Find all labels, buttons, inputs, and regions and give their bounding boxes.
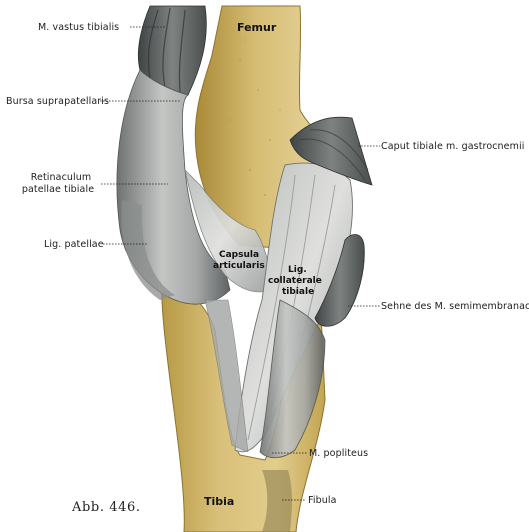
- label-retinaculum-line2: patellae tibiale: [21, 184, 95, 195]
- struct-lig-col-line3: tibiale: [282, 287, 315, 297]
- struct-lig-col-line1: Lig.: [288, 265, 307, 275]
- label-lig-patellae: Lig. patellae: [44, 239, 104, 250]
- label-caput-tibiale: Caput tibiale m. gastrocnemii: [381, 141, 525, 152]
- label-popliteus: M. popliteus: [309, 448, 369, 459]
- femur-texture: [224, 39, 281, 197]
- fibula-bone: [262, 470, 292, 532]
- caput-tibiale-gastrocnemii: [289, 116, 373, 186]
- label-sehne-semimembranaceus: Sehne des M. semimembranaceus: [381, 301, 529, 312]
- label-fibula: Fibula: [308, 495, 337, 506]
- gastrocnemius-fibers: [299, 129, 369, 181]
- leader-lines: [100, 26, 380, 501]
- struct-capsula-line1: Capsula: [219, 250, 260, 260]
- label-retinaculum-line1: Retinaculum: [30, 172, 92, 183]
- pes-anserinus: [204, 299, 249, 453]
- figure-caption: Abb. 446.: [72, 500, 141, 515]
- struct-lig-col-line2: collaterale: [268, 276, 322, 286]
- bone-label-tibia: Tibia: [204, 495, 235, 508]
- popliteus-muscle: [259, 299, 326, 459]
- label-vastus-tibialis: M. vastus tibialis: [38, 22, 120, 33]
- semimembranaceus-tendon: [314, 234, 365, 327]
- label-bursa-suprapatellaris: Bursa suprapatellaris: [6, 96, 110, 107]
- retinaculum-tissue: [116, 69, 231, 305]
- vastus-fibers: [147, 7, 186, 93]
- bone-label-femur: Femur: [237, 21, 277, 34]
- struct-capsula-line2: articularis: [213, 261, 265, 271]
- lig-patellae-band: [121, 200, 175, 300]
